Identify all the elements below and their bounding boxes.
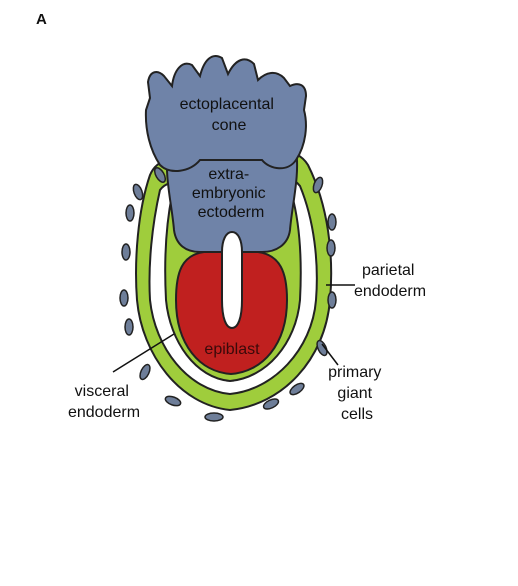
label-line: primary [328,364,381,381]
label-line: cells [341,406,373,423]
giant-cell [164,395,182,408]
label-epiblast: epiblast [204,341,260,358]
ectoplacental-cone [146,56,306,171]
giant-cell [120,290,128,306]
label-line: extra- [208,166,249,183]
label-line: visceral [75,383,129,400]
giant-cell [205,413,223,421]
label-line: endoderm [354,283,426,300]
label-line: endoderm [68,404,140,421]
giant-cell [328,214,336,230]
label-line: giant [337,385,372,402]
giant-cell [327,240,335,256]
label-line: ectoplacental [180,96,274,113]
giant-cell [138,363,152,381]
giant-cell [122,244,130,260]
giant-cell [126,205,134,221]
giant-cell [315,339,329,357]
label-line: ectoderm [198,204,265,221]
panel-letter: A [36,11,47,28]
label-parietal-endoderm: parietal endoderm [354,262,426,300]
label-line: parietal [362,262,414,279]
giant-cell [132,183,145,201]
giant-cell [125,319,133,335]
label-line: cone [212,117,247,134]
label-primary-giant-cells: primary giant cells [328,364,386,423]
giant-cell [328,292,336,308]
proamniotic-cavity [222,232,242,328]
label-line: embryonic [192,185,266,202]
label-visceral-endoderm: visceral endoderm [68,383,140,421]
